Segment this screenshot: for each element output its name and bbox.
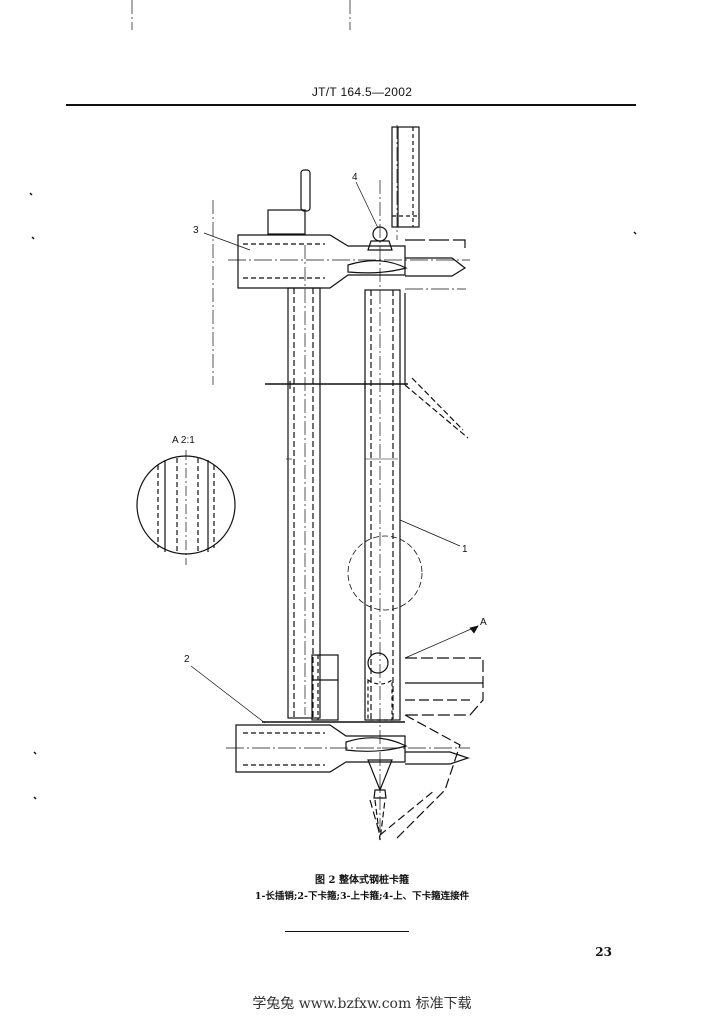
callout-a: A xyxy=(480,617,487,628)
detail-view-label: A 2:1 xyxy=(172,435,195,446)
detail-view-a xyxy=(136,450,236,565)
callout-4: 4 xyxy=(352,172,358,183)
upper-clamp xyxy=(228,169,470,290)
figure-legend: 1-长插销;2-下卡箍;3-上卡箍;4-上、下卡箍连接件 xyxy=(254,891,470,902)
left-rod xyxy=(287,287,321,719)
callout-3: 3 xyxy=(193,225,199,236)
figure-title: 图 2 整体式钢桩卡箍 xyxy=(315,875,409,886)
standard-code: JT/T 164.5—2002 xyxy=(311,85,413,99)
watermark: 学兔兔 www.bzfxw.com 标准下载 xyxy=(252,996,472,1012)
connector xyxy=(367,226,393,251)
header-rule xyxy=(66,104,636,106)
leader-lines xyxy=(190,181,479,724)
pile-bracket xyxy=(311,654,484,721)
pile-tip xyxy=(367,714,461,841)
sheet-pile xyxy=(391,126,469,439)
callout-1: 1 xyxy=(462,544,468,555)
center-lines xyxy=(131,0,398,840)
long-pin xyxy=(364,289,401,721)
footer-rule xyxy=(285,931,409,932)
lower-clamp xyxy=(226,721,470,773)
page-number: 23 xyxy=(595,945,612,959)
callout-2: 2 xyxy=(184,654,190,665)
